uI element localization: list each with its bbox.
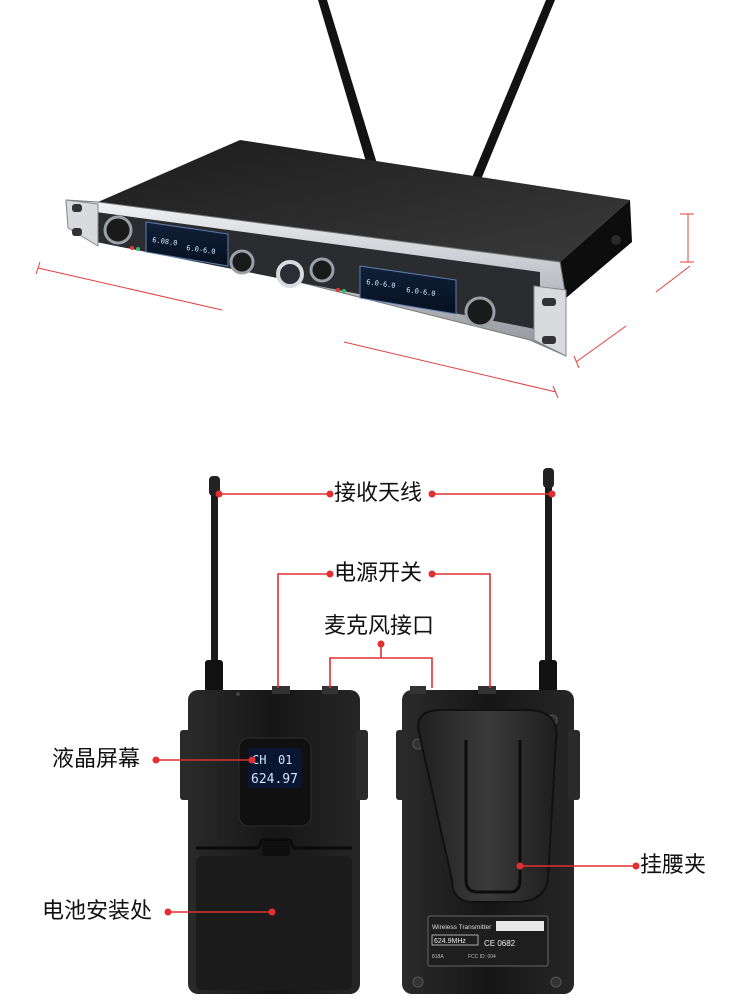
rack-ear-left xyxy=(65,199,99,247)
label-freq: 624.9MHz xyxy=(434,938,466,945)
label-belt-clip: 挂腰夹 xyxy=(640,853,707,878)
receiver-unit: 6.08.0 6.0-6.0 6.0-6.0 6.0-6.0 xyxy=(35,0,694,399)
label-fcc: FCC ID: 004 xyxy=(468,954,496,960)
knob-3 xyxy=(309,257,335,283)
chassis-top xyxy=(98,140,630,262)
label-power-switch: 电源开关 xyxy=(334,561,423,586)
belt-clip xyxy=(416,709,558,903)
receiver-lcd-left-text: 6.08.0 xyxy=(152,236,178,247)
transmitter-back: Wireless Transmitter 624.9MHz CE 0682 81… xyxy=(396,468,580,994)
receiver-lcd-right xyxy=(359,265,457,315)
receiver-antenna-left xyxy=(318,0,382,182)
transmitter-lcd-num: 01 xyxy=(278,753,292,767)
label-title: Wireless Transmitter xyxy=(432,924,492,931)
label-mark: CE 0682 xyxy=(484,939,516,948)
label-model: 818A xyxy=(432,954,444,960)
label-lcd: 液晶屏幕 xyxy=(52,747,141,772)
transmitter-illustration: CH 01 624.97 Wirele xyxy=(152,468,640,994)
rack-ear-right xyxy=(533,285,567,357)
knob-2 xyxy=(229,249,255,275)
dimension-lines xyxy=(35,213,694,399)
callout-lines xyxy=(156,493,636,913)
power-ring xyxy=(276,260,304,288)
receiver-antenna-right xyxy=(471,0,555,182)
transmitter-lcd-ch: CH xyxy=(252,753,266,767)
knob-1 xyxy=(103,215,133,245)
label-antenna: 接收天线 xyxy=(334,481,423,506)
chassis-side xyxy=(560,200,632,298)
label-battery: 电池安装处 xyxy=(42,899,153,924)
transmitter-front: CH 01 624.97 xyxy=(180,476,368,994)
transmitter-lcd-freq: 624.97 xyxy=(251,772,298,787)
callout-dots xyxy=(152,490,640,916)
knob-4 xyxy=(464,296,496,328)
transmitter-lcd xyxy=(248,748,302,788)
receiver-lcd-left xyxy=(145,221,229,267)
label-mic-jack: 麦克风接口 xyxy=(324,614,435,639)
